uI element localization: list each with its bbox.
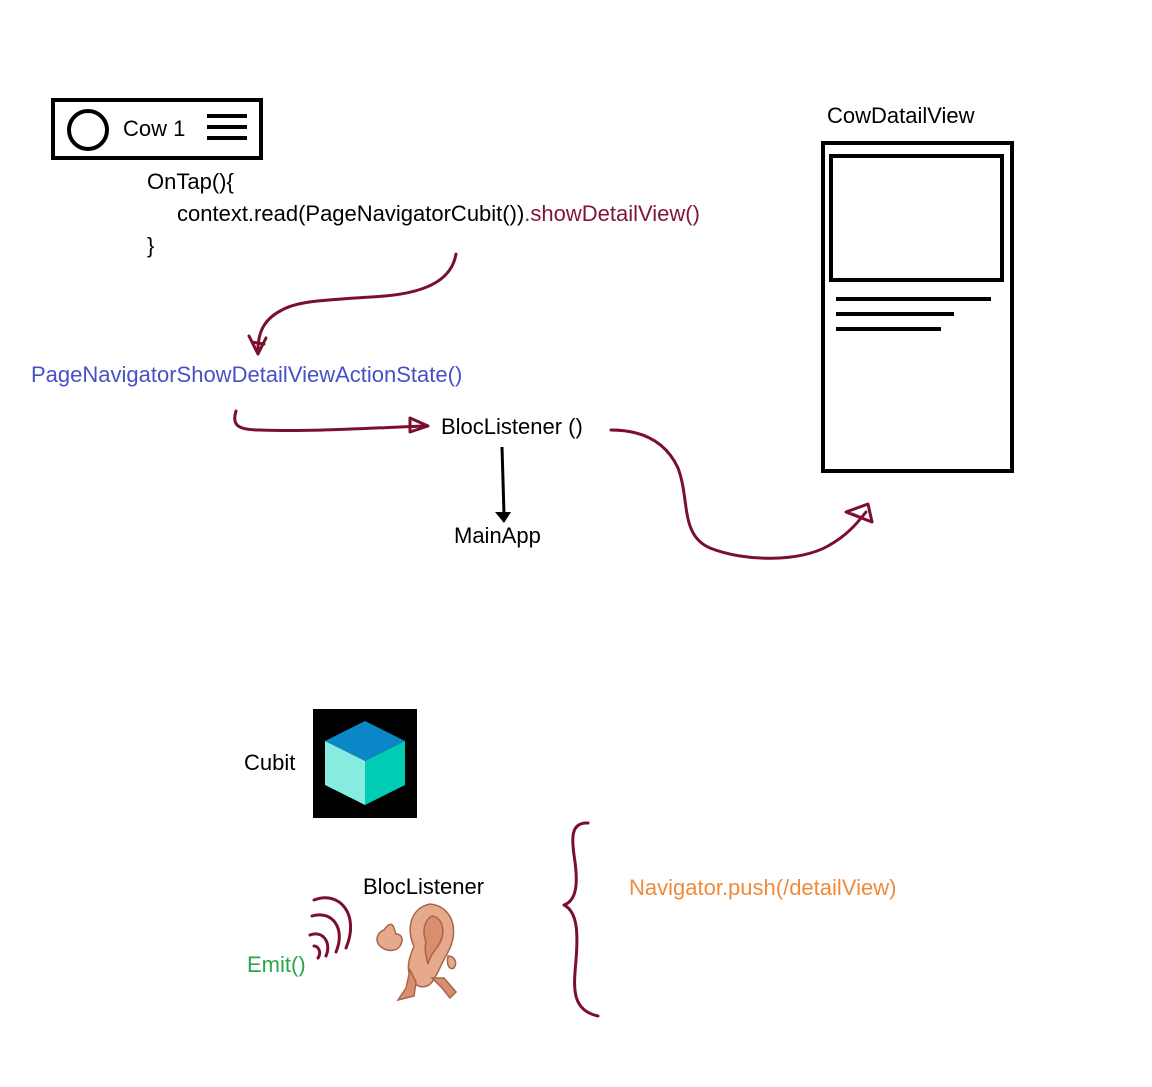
arrowhead-mainapp: [495, 512, 511, 523]
cow-list-item[interactable]: Cow 1: [51, 98, 263, 160]
code-show-detail-view: .showDetailView(): [524, 201, 700, 226]
ear-listener-icon: [376, 903, 458, 1002]
arrowhead-detail: [844, 502, 874, 524]
detail-text-line: [836, 327, 941, 331]
sound-wave-medium: [310, 913, 341, 954]
arrow-listener-to-mainapp: [500, 446, 506, 515]
hamburger-menu-icon[interactable]: [207, 114, 247, 140]
arrowhead-state: [247, 334, 268, 356]
code-line-context-read: context.read(PageNavigatorCubit()).showD…: [177, 203, 700, 225]
navigator-push-label: Navigator.push(/detailView): [629, 875, 897, 900]
detail-view-wireframe: [821, 141, 1014, 473]
cubit-cube-icon: [313, 709, 417, 818]
curly-brace: [562, 821, 600, 1018]
bloc-listener-legend-label: BlocListener: [363, 874, 485, 899]
arrow-listener-to-detail: [609, 428, 868, 560]
cubit-label: Cubit: [244, 750, 296, 775]
sound-wave-large: [312, 896, 353, 950]
arrowhead-listener: [408, 416, 430, 434]
detail-image-placeholder: [829, 154, 1004, 282]
bloc-listener-call: BlocListener (): [441, 414, 583, 439]
arrow-state-to-listener: [233, 409, 427, 433]
cube-icon: [325, 721, 405, 805]
detail-text-line: [836, 312, 954, 316]
code-context-read: context.read(PageNavigatorCubit()): [177, 201, 525, 226]
sound-wave-dot: [312, 944, 322, 960]
sound-wave-small: [308, 932, 330, 958]
code-line-close-brace: }: [147, 233, 155, 258]
arrow-ontap-to-state: [256, 252, 458, 352]
emit-label: Emit(): [247, 952, 306, 977]
detail-text-line: [836, 297, 991, 301]
state-label: PageNavigatorShowDetailViewActionState(): [31, 362, 463, 387]
circle-avatar-icon: [67, 109, 109, 151]
code-line-ontap: OnTap(){: [147, 169, 234, 194]
cow-list-item-title: Cow 1: [123, 116, 186, 141]
detail-view-title: CowDatailView: [827, 103, 975, 128]
main-app-label: MainApp: [454, 523, 541, 548]
